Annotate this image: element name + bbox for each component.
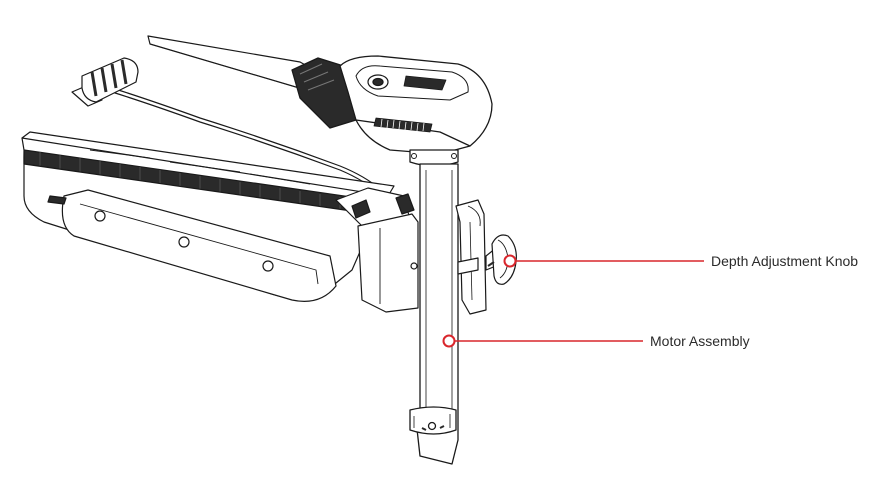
tiller-arm: [147, 35, 319, 91]
label-motor-assembly: Motor Assembly: [650, 333, 750, 349]
shaft: [409, 163, 459, 465]
callout-motor-assembly: Motor Assembly: [442, 333, 750, 349]
cable-plug: [71, 57, 139, 107]
motor-head: [291, 55, 493, 167]
shaft-clamp: [455, 199, 487, 315]
label-depth-adjustment-knob: Depth Adjustment Knob: [711, 253, 858, 269]
callout-depth-adjustment-knob: Depth Adjustment Knob: [503, 253, 858, 269]
callout-marker-motor-assembly: [442, 334, 456, 348]
callout-marker-depth-knob: [503, 254, 517, 268]
mount-bracket: [335, 187, 419, 313]
mount-rail: [21, 131, 395, 302]
